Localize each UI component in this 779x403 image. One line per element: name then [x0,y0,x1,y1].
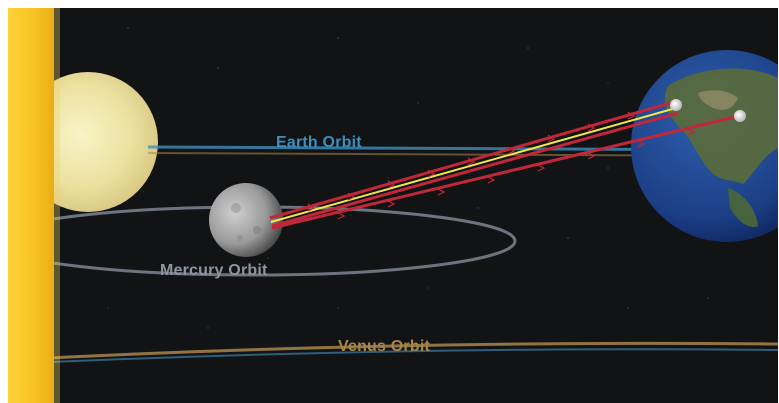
venus-orbit [8,341,778,365]
star-field [107,27,709,329]
mercury-planet [209,183,283,257]
mercury-orbit-label: Mercury Orbit [160,262,268,279]
ground-station-west [670,99,682,111]
signal-paths [269,100,740,230]
solar-system-diagram: Earth Orbit Mercury Orbit Venus Orbit [8,8,778,403]
diagram-canvas: Earth Orbit Mercury Orbit Venus Orbit [8,8,778,403]
sun [8,8,60,403]
venus-orbit-label: Venus Orbit [338,338,430,355]
earth-orbit-label: Earth Orbit [276,134,362,151]
ground-station-east [734,110,746,122]
space-background [8,8,778,403]
earth-planet [631,50,778,242]
